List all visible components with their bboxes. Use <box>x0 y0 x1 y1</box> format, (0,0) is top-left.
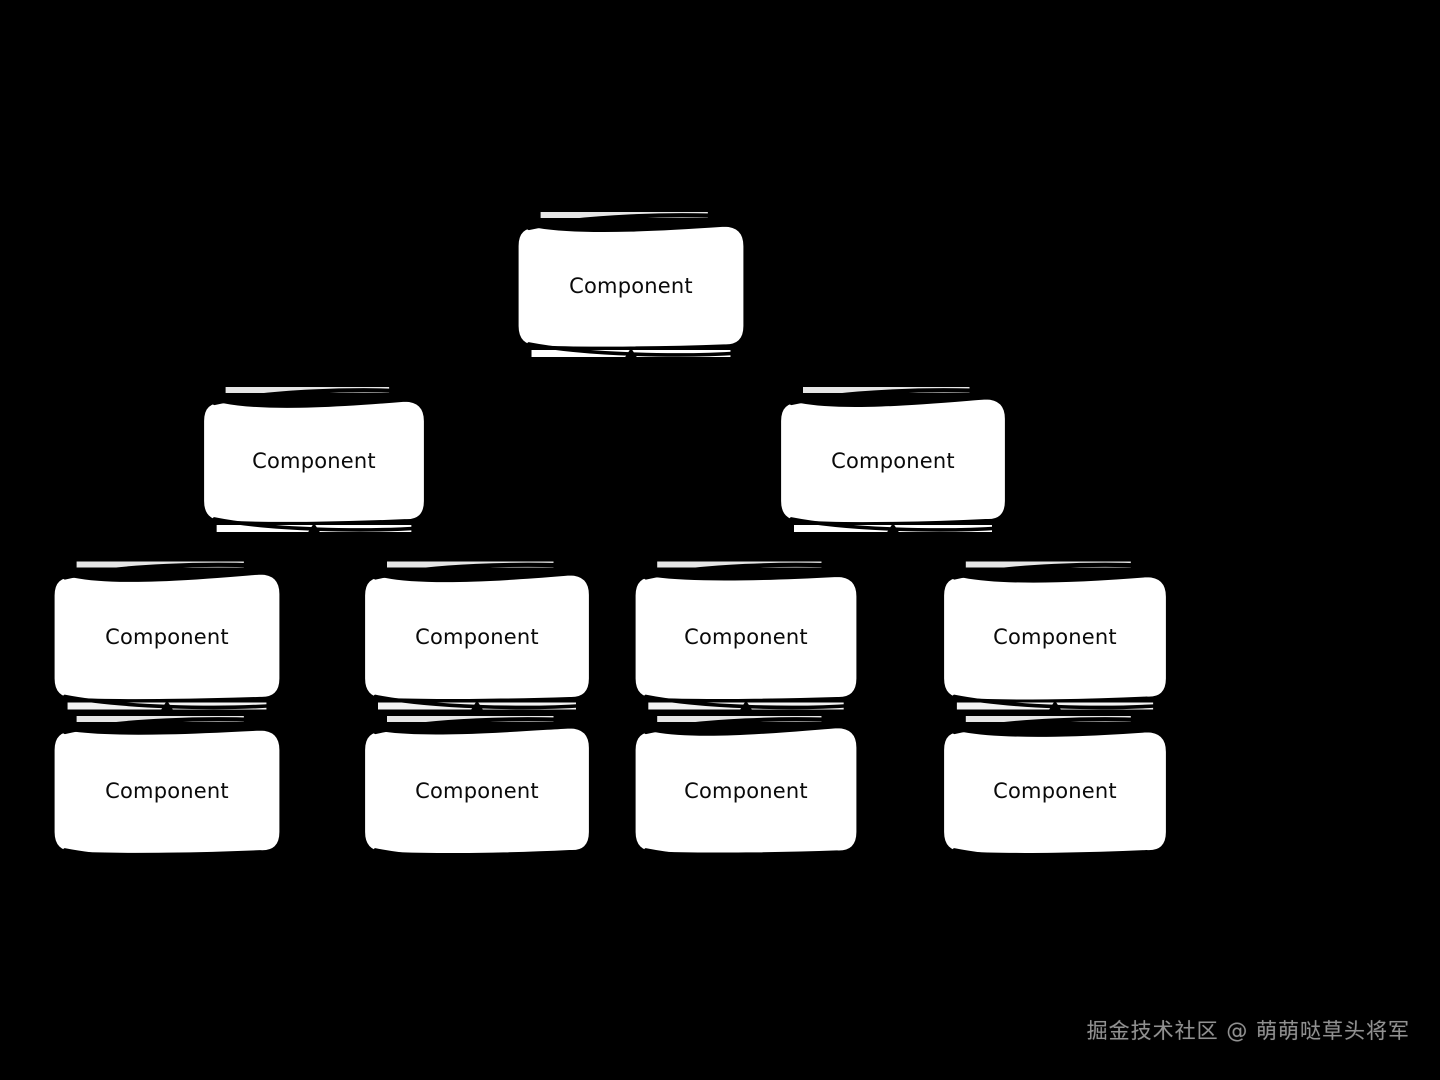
node-sketch-stroke-top <box>952 717 1164 735</box>
node-body[interactable] <box>53 729 281 855</box>
node-sketch-stroke-bottom <box>952 694 1164 710</box>
node-sketch-stroke-top <box>789 388 1003 406</box>
node-sketch-stroke-bottom <box>644 848 854 863</box>
node-sketch-stroke-top <box>526 213 742 231</box>
component-node[interactable] <box>634 716 858 863</box>
component-node[interactable] <box>517 212 745 357</box>
component-node[interactable] <box>363 716 591 863</box>
component-node[interactable] <box>202 387 426 532</box>
node-sketch-stroke-bottom <box>63 848 277 863</box>
component-node[interactable] <box>779 387 1007 532</box>
node-sketch-stroke-top <box>62 717 278 735</box>
node-body[interactable] <box>363 727 591 855</box>
node-sketch-stroke-bottom <box>212 517 422 532</box>
node-layer <box>53 212 1168 863</box>
component-node[interactable] <box>53 561 281 710</box>
component-node[interactable] <box>363 561 591 710</box>
node-body[interactable] <box>363 574 591 701</box>
node-sketch-stroke-bottom <box>789 517 1003 532</box>
node-body[interactable] <box>634 575 858 701</box>
node-body[interactable] <box>202 400 426 524</box>
node-sketch-stroke-top <box>373 717 587 735</box>
node-sketch-stroke-bottom <box>373 848 587 863</box>
node-sketch-stroke-top <box>62 562 278 580</box>
node-body[interactable] <box>942 576 1168 701</box>
node-sketch-stroke-top <box>212 388 422 406</box>
node-sketch-stroke-top <box>373 562 587 580</box>
node-sketch-stroke-bottom <box>644 694 854 710</box>
node-sketch-stroke-bottom <box>527 342 741 357</box>
node-sketch-stroke-bottom <box>63 694 277 710</box>
component-node[interactable] <box>634 561 858 710</box>
node-sketch-stroke-top <box>643 717 855 735</box>
node-body[interactable] <box>53 573 281 701</box>
component-node[interactable] <box>942 561 1168 710</box>
node-body[interactable] <box>634 727 858 854</box>
component-node[interactable] <box>942 716 1168 863</box>
node-body[interactable] <box>779 398 1007 524</box>
node-sketch-stroke-top <box>643 562 855 580</box>
node-body[interactable] <box>517 225 745 348</box>
component-node[interactable] <box>53 716 281 863</box>
node-sketch-stroke-bottom <box>373 694 587 710</box>
node-sketch-stroke-top <box>952 562 1164 580</box>
node-body[interactable] <box>942 730 1168 855</box>
watermark-text: 掘金技术社区 @ 萌萌哒草头将军 <box>1086 1019 1410 1043</box>
node-sketch-stroke-bottom <box>952 848 1164 863</box>
